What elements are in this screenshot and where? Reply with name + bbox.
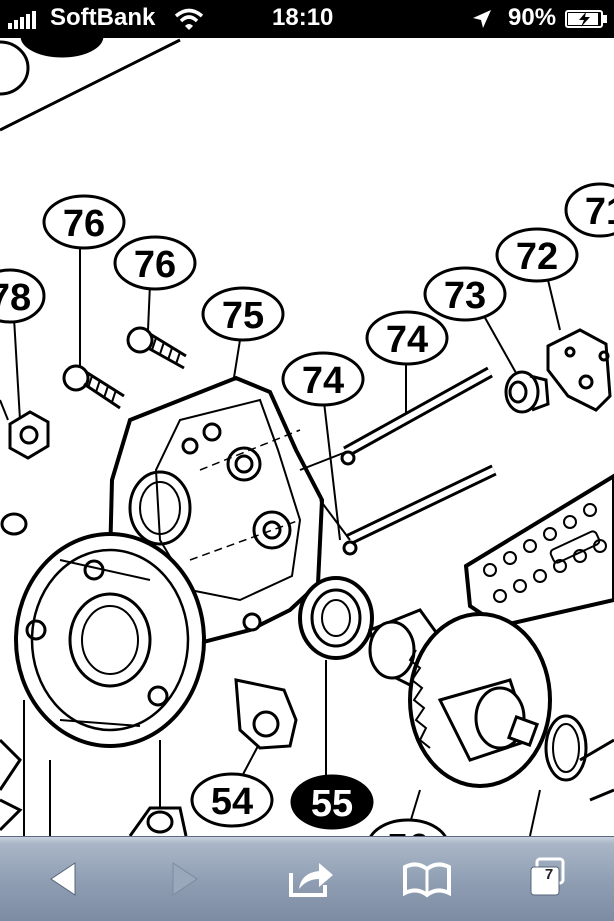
signal-icon xyxy=(8,11,36,29)
part-label-74b: 74 xyxy=(302,360,344,402)
back-button[interactable] xyxy=(28,849,98,909)
part-labels: 76 76 78 75 74 74 73 72 71 54 55 56 xyxy=(0,182,614,836)
clock-time: 18:10 xyxy=(272,4,334,31)
part-label-78: 78 xyxy=(0,277,31,319)
diagram-canvas[interactable]: 76 76 78 75 74 74 73 72 71 54 55 56 xyxy=(0,38,614,836)
part-label-73: 73 xyxy=(444,275,486,317)
back-icon xyxy=(50,862,76,896)
screw-76a xyxy=(62,364,125,410)
part-label-54: 54 xyxy=(211,781,253,823)
part-label-75: 75 xyxy=(222,295,264,337)
exploded-parts-diagram xyxy=(0,38,614,836)
share-button[interactable] xyxy=(276,849,346,909)
carrier-name: SoftBank xyxy=(50,4,156,31)
bookmarks-button[interactable] xyxy=(392,849,462,909)
rod-74b xyxy=(342,464,497,556)
rod-74a xyxy=(340,366,493,466)
bookmarks-icon xyxy=(403,862,451,898)
wifi-icon xyxy=(174,8,204,30)
part-label-71: 71 xyxy=(585,191,614,233)
battery-percent: 90% xyxy=(508,4,557,31)
tabs-icon xyxy=(530,857,565,896)
tab-count: 7 xyxy=(544,866,554,883)
forward-button[interactable] xyxy=(150,849,220,909)
part-label-76b: 76 xyxy=(134,244,176,286)
part-label-72: 72 xyxy=(516,236,558,278)
status-bar: SoftBank 18:10 90% xyxy=(0,0,614,38)
share-icon xyxy=(289,863,333,897)
safari-toolbar xyxy=(0,836,614,921)
forward-icon xyxy=(172,862,198,896)
tabs-button[interactable] xyxy=(514,849,584,909)
part-label-76a: 76 xyxy=(63,203,105,245)
battery-charging-icon xyxy=(565,10,607,28)
location-arrow-icon xyxy=(473,10,491,28)
part-label-55: 55 xyxy=(311,783,353,825)
screw-76b xyxy=(126,326,187,370)
part-label-74a: 74 xyxy=(386,319,428,361)
part-label-56: 56 xyxy=(387,827,429,836)
